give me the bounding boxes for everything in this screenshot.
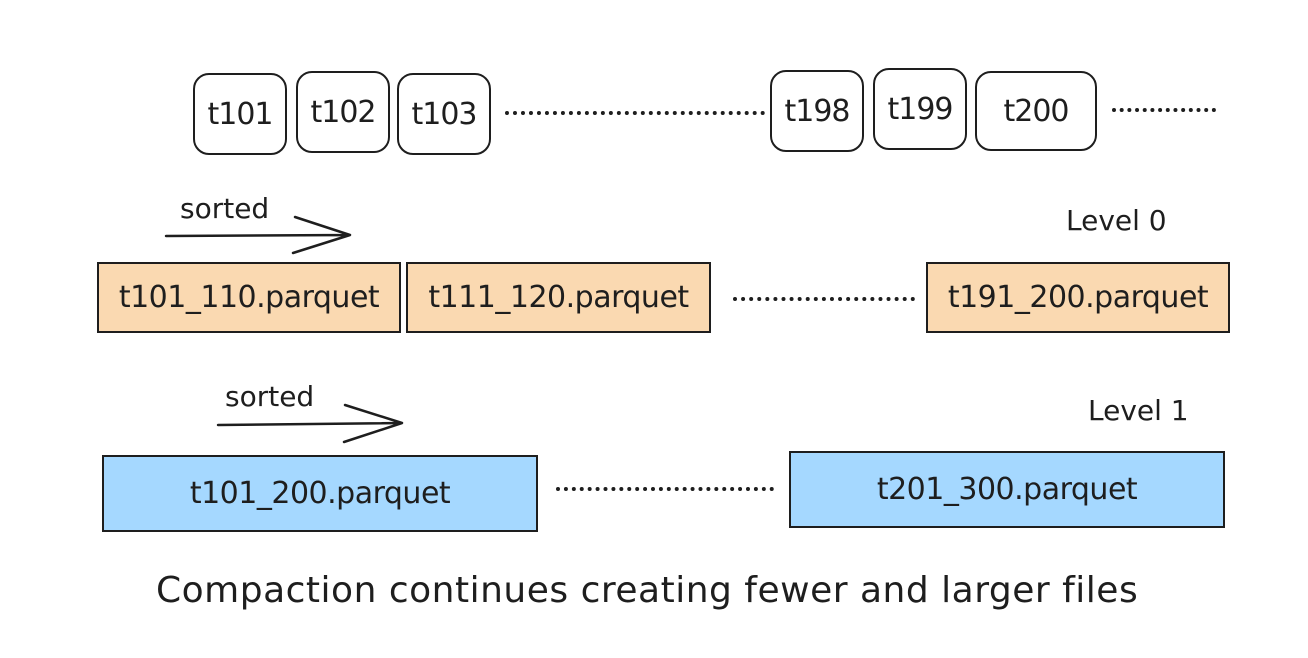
ellipsis-dots-level1 [556, 487, 774, 491]
level1-file-2: t201_300.parquet [789, 451, 1225, 528]
table-box-t103: t103 [397, 73, 491, 155]
table-box-t102: t102 [296, 71, 390, 153]
table-box-t101: t101 [193, 73, 287, 155]
table-box-t198: t198 [770, 70, 864, 152]
table-box-t199: t199 [873, 68, 967, 150]
level1-label: Level 1 [1088, 394, 1189, 427]
level0-file-1: t101_110.parquet [97, 262, 401, 333]
ellipsis-dots-tables [505, 111, 765, 115]
level0-file-2: t111_120.parquet [406, 262, 711, 333]
level1-sorted-label: sorted [225, 380, 315, 413]
level0-label: Level 0 [1066, 204, 1167, 237]
level1-file-1: t101_200.parquet [102, 455, 538, 532]
diagram-caption: Compaction continues creating fewer and … [156, 570, 1139, 611]
level0-sorted-label: sorted [180, 192, 270, 225]
level0-file-3: t191_200.parquet [926, 262, 1230, 333]
ellipsis-dots-tables-trailing [1112, 108, 1216, 112]
ellipsis-dots-level0 [733, 297, 915, 301]
table-box-t200: t200 [975, 71, 1097, 151]
